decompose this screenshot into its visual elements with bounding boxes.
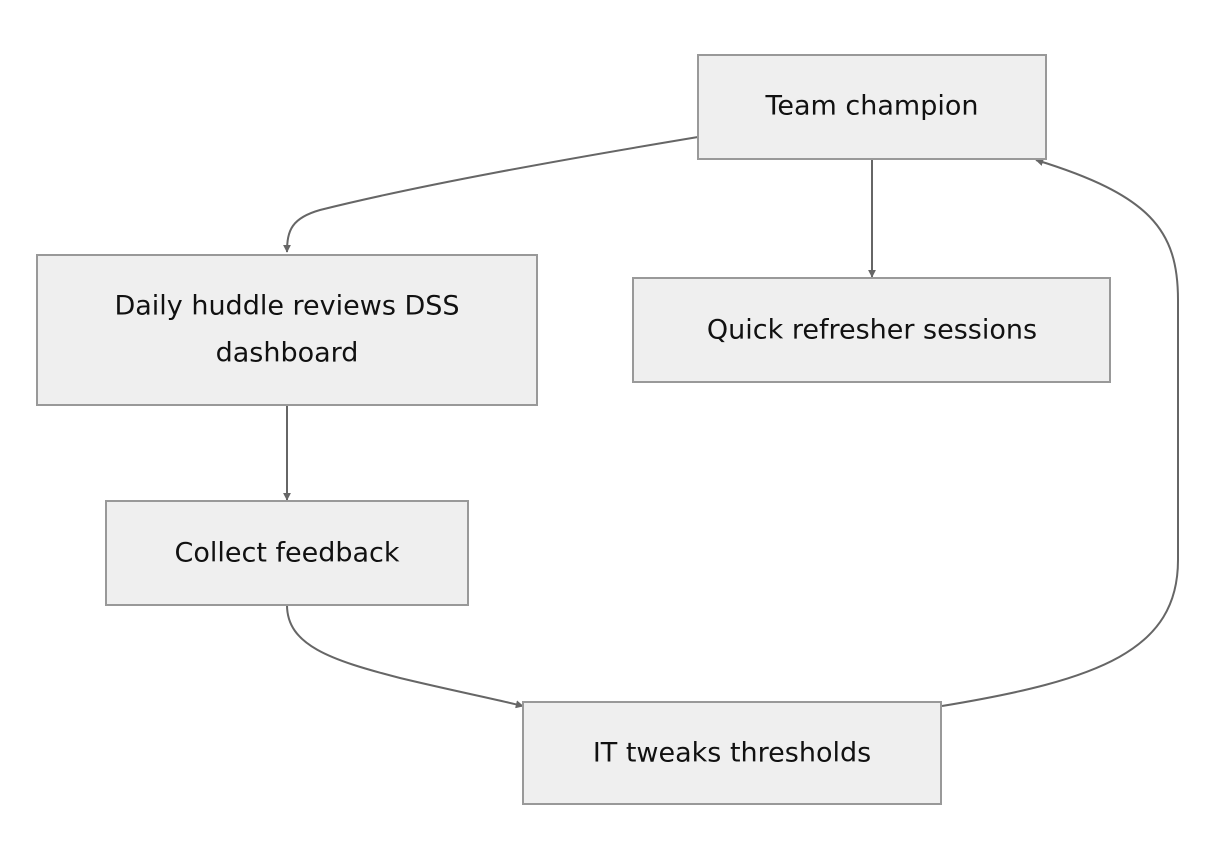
node-label: Quick refresher sessions (707, 315, 1037, 346)
node-label-line-2: dashboard (216, 338, 359, 369)
node-label: Collect feedback (174, 538, 399, 569)
node-collect-feedback: Collect feedback (105, 500, 469, 606)
edge-it-to-champion (941, 158, 1179, 707)
node-label-line-1: Daily huddle reviews DSS (114, 291, 459, 322)
edge-champion-to-huddle (283, 136, 699, 253)
node-label: Team champion (764, 91, 978, 122)
node-label: IT tweaks thresholds (593, 738, 871, 769)
node-quick-refresher: Quick refresher sessions (632, 277, 1111, 383)
node-it-tweaks: IT tweaks thresholds (522, 701, 942, 805)
edge-feedback-to-it (286, 604, 524, 709)
node-daily-huddle: Daily huddle reviews DSS dashboard (36, 254, 538, 406)
node-team-champion: Team champion (697, 54, 1047, 160)
